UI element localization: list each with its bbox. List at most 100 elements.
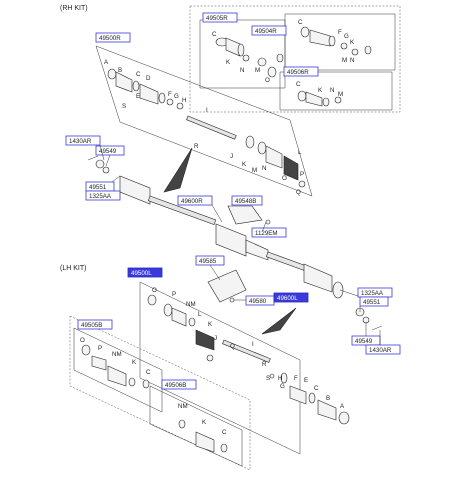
label-NM-6: NM (112, 351, 122, 358)
label-B-4: B (118, 67, 122, 74)
lh-kit-49506B-frame (149, 385, 243, 467)
part-box-49548B[interactable]: 49548B (231, 195, 263, 206)
svg-text:49506B: 49506B (165, 382, 186, 389)
svg-text:49580: 49580 (249, 298, 267, 305)
svg-text:49600R: 49600R (181, 198, 203, 205)
label-K-6: K (132, 359, 137, 366)
part-box-1430AR-bottom[interactable]: 1430AR (365, 344, 401, 355)
label-K-7: K (202, 419, 207, 426)
rh-shaft-components (107, 68, 306, 188)
label-I-4: I (206, 107, 208, 114)
label-N-4: N (262, 165, 266, 172)
rh-outboard-boot-kit (215, 37, 284, 78)
rh-kit-49505R-frame (199, 19, 286, 89)
label-R-5: R (262, 361, 267, 368)
part-box-49600L[interactable]: 49600L (273, 292, 309, 303)
label-K-5: K (208, 321, 213, 328)
part-box-49505R[interactable]: 49505R (202, 12, 238, 23)
part-box-1325AA-bottom[interactable]: 1325AA (357, 287, 393, 298)
leader-lines (99, 144, 381, 345)
label-F-5: F (294, 375, 298, 382)
svg-text:1129EM: 1129EM (255, 230, 278, 237)
svg-text:1325AA: 1325AA (89, 193, 112, 200)
label-P-6: P (98, 345, 102, 352)
label-M-2: M (342, 57, 347, 64)
svg-text:49504R: 49504R (255, 28, 277, 35)
label-O-5: O (152, 287, 157, 294)
label-P-5: P (172, 291, 176, 298)
svg-text:49551: 49551 (363, 299, 381, 306)
part-box-49549-bottom[interactable]: 49549 (351, 335, 381, 346)
part-box-49551-bottom[interactable]: 49551 (359, 296, 389, 307)
part-box-1129EM[interactable]: 1129EM (251, 227, 287, 238)
rh-main-frame (95, 45, 313, 197)
label-F-2: F (338, 29, 342, 36)
svg-text:1325AA: 1325AA (361, 290, 384, 297)
label-N-3: N (330, 87, 334, 94)
part-box-49505B[interactable]: 49505B (77, 319, 113, 330)
part-box-49506R[interactable]: 49506R (283, 66, 319, 77)
part-box-49585[interactable]: 49585 (195, 255, 225, 266)
svg-text:49500R: 49500R (99, 35, 121, 42)
label-O-1: O (265, 77, 270, 84)
svg-text:49549: 49549 (355, 338, 373, 345)
svg-text:49506R: 49506R (287, 69, 309, 76)
label-L-5: L (198, 311, 202, 318)
label-M-1: M (255, 67, 260, 74)
rh-kit-dashed-frame (189, 5, 401, 113)
part-box-49600R[interactable]: 49600R (177, 195, 213, 206)
lh-main-frame (139, 281, 301, 455)
part-box-49551-top[interactable]: 49551 (85, 181, 115, 192)
svg-text:49548B: 49548B (235, 198, 256, 205)
svg-text:49505R: 49505R (206, 15, 228, 22)
lh-kit-49505B-frame (73, 327, 163, 413)
label-K-1: K (226, 59, 231, 66)
part-box-1325AA-top[interactable]: 1325AA (85, 190, 121, 201)
part-box-49504R[interactable]: 49504R (251, 25, 287, 36)
label-I-5: I (252, 341, 254, 348)
svg-text:1430AR: 1430AR (69, 138, 92, 145)
lh-shaft-components (147, 294, 350, 425)
label-C-7: C (222, 429, 227, 436)
lh-kit-dashed-frame (69, 315, 251, 471)
label-Q-4: Q (296, 189, 301, 196)
label-G-2: G (344, 33, 349, 40)
label-M-4: M (252, 167, 257, 174)
label-K-3: K (318, 87, 323, 94)
label-C-4: C (136, 71, 141, 78)
svg-text:49505B: 49505B (81, 322, 102, 329)
label-C-6: C (146, 369, 151, 376)
label-B-5: B (326, 395, 330, 402)
label-M-3: M (338, 91, 343, 98)
lh-boot-kit-b (178, 419, 228, 453)
label-C-3: C (296, 81, 301, 88)
svg-text:49585: 49585 (199, 258, 217, 265)
label-Q-5: Q (230, 343, 235, 350)
label-E-4: E (136, 93, 140, 100)
part-box-49580[interactable]: 49580 (245, 295, 275, 306)
rh-kit-49506R-frame (279, 71, 393, 111)
rh-inboard-boot-kit (300, 26, 372, 56)
label-D-4: D (146, 75, 151, 82)
svg-text:49551: 49551 (89, 184, 107, 191)
svg-text:49600L: 49600L (277, 295, 298, 302)
label-C-5: C (314, 385, 319, 392)
label-J-5: J (214, 335, 217, 342)
part-box-49500L[interactable]: 49500L (127, 267, 163, 278)
label-E-5: E (304, 377, 308, 384)
part-box-1430AR-top[interactable]: 1430AR (65, 135, 101, 146)
label-N-1: N (240, 67, 244, 74)
label-O-6: O (80, 337, 85, 344)
label-R-4: R (194, 143, 199, 150)
label-A-4: A (104, 59, 109, 66)
label-K-4: K (242, 161, 247, 168)
label-A-5: A (340, 403, 345, 410)
svg-text:49500L: 49500L (131, 270, 152, 277)
label-J-4: J (230, 153, 233, 160)
part-box-49506B[interactable]: 49506B (161, 379, 197, 390)
rh-hub-hardware (87, 155, 110, 174)
part-box-49549-top[interactable]: 49549 (95, 145, 125, 156)
part-box-49500R[interactable]: 49500R (95, 32, 131, 43)
rh-assembled-driveshaft (119, 175, 344, 299)
